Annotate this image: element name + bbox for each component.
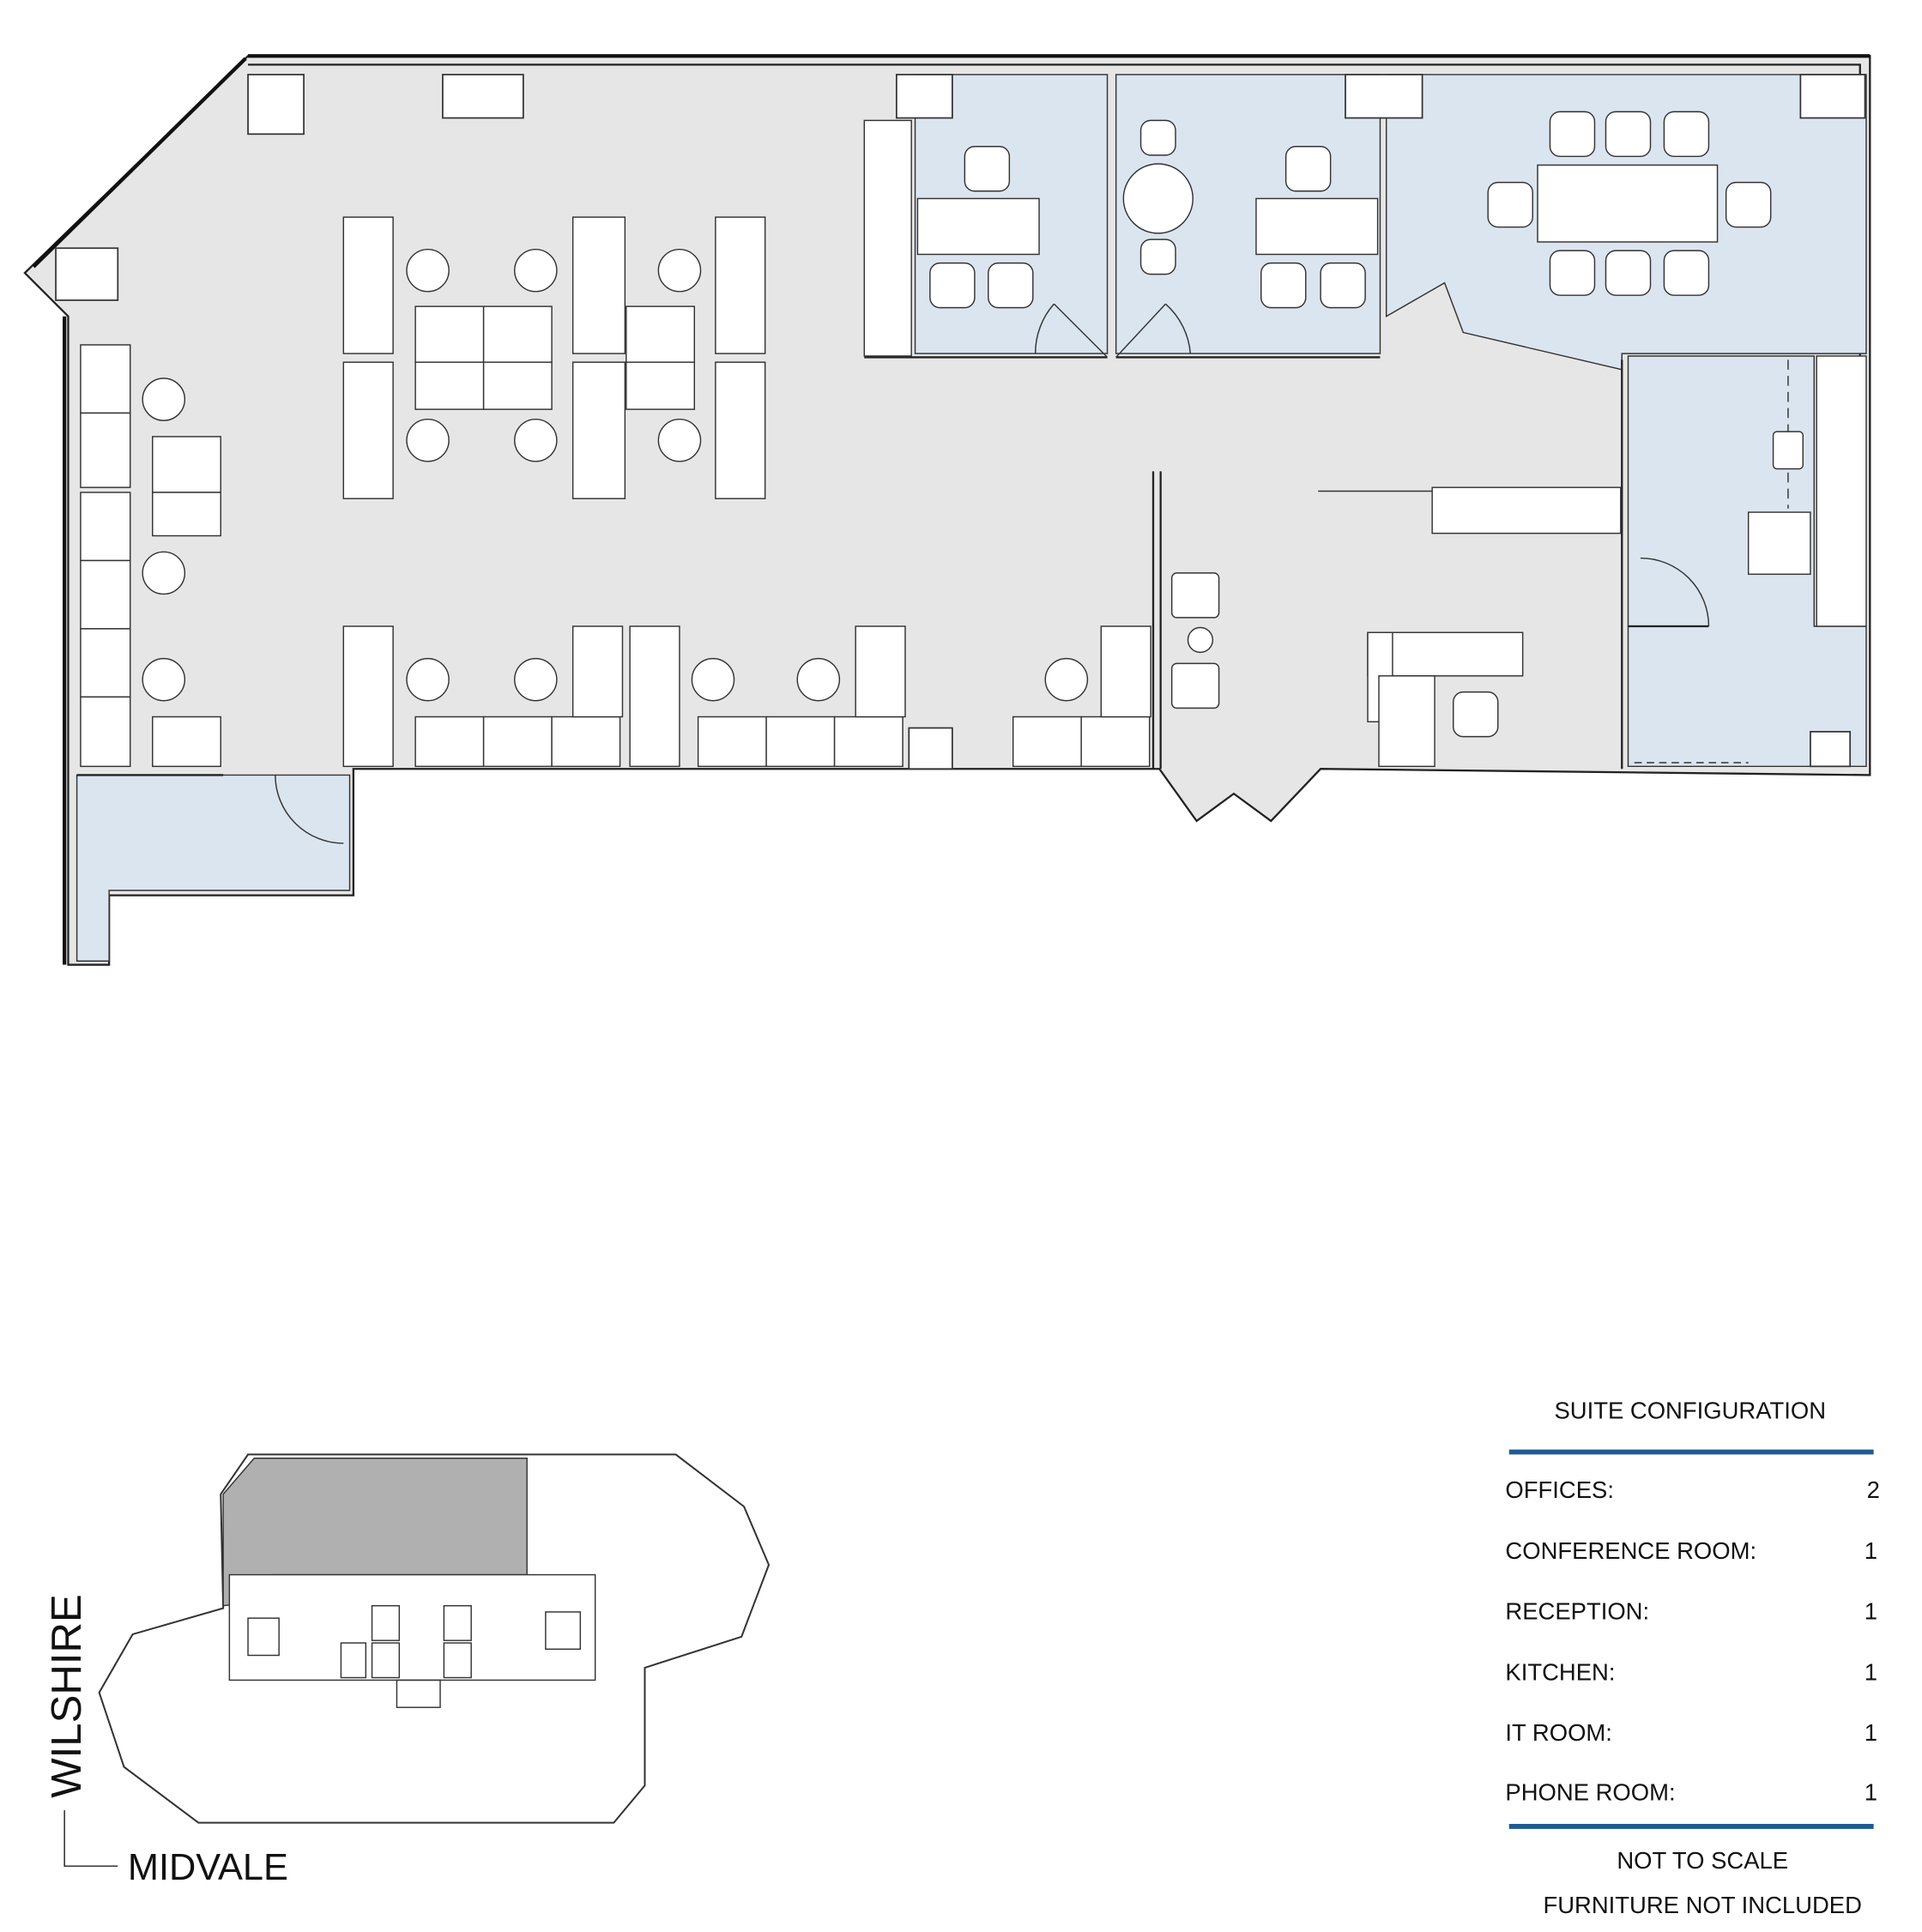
- legend-row-value: 1: [1865, 1719, 1877, 1746]
- conference-furniture: [1487, 111, 1772, 296]
- street-label-midvale: MIDVALE: [128, 1847, 288, 1888]
- reception-furniture: [1170, 486, 1622, 768]
- note-not-to-scale: NOT TO SCALE: [1617, 1847, 1788, 1874]
- legend-row-label: PHONE ROOM:: [1505, 1779, 1675, 1806]
- legend-title: SUITE CONFIGURATION: [1554, 1397, 1826, 1423]
- task-chairs: [142, 248, 1089, 702]
- legend-row-value: 1: [1865, 1598, 1877, 1625]
- legend-row-value: 1: [1865, 1779, 1877, 1806]
- note-furniture-not-included: FURNITURE NOT INCLUDED: [1543, 1892, 1861, 1918]
- key-plan: WILSHIRE MIDVALE: [44, 1453, 771, 1888]
- phone-room: [76, 774, 351, 962]
- suite-configuration-legend: SUITE CONFIGURATION OFFICES: 2 CONFERENC…: [1505, 1397, 1879, 1918]
- street-label-wilshire: WILSHIRE: [44, 1594, 90, 1797]
- legend-row-value: 1: [1865, 1537, 1877, 1564]
- office-furniture: [863, 119, 1379, 357]
- suite-floor-plan: [23, 54, 1871, 966]
- north-leader: [63, 1810, 118, 1867]
- legend-row-value: 1: [1865, 1658, 1877, 1685]
- legend-row-label: IT ROOM:: [1505, 1719, 1612, 1746]
- legend-row-value: 2: [1867, 1476, 1880, 1503]
- building-core: [228, 1573, 596, 1681]
- workstations: [80, 216, 1151, 768]
- kitchen-furniture: [1747, 355, 1867, 627]
- legend-row-label: CONFERENCE ROOM:: [1505, 1537, 1756, 1564]
- legend-row-label: OFFICES:: [1505, 1476, 1614, 1503]
- legend-row-label: RECEPTION:: [1505, 1598, 1649, 1625]
- legend-row-label: KITCHEN:: [1505, 1658, 1615, 1685]
- building-columns: [55, 74, 1866, 770]
